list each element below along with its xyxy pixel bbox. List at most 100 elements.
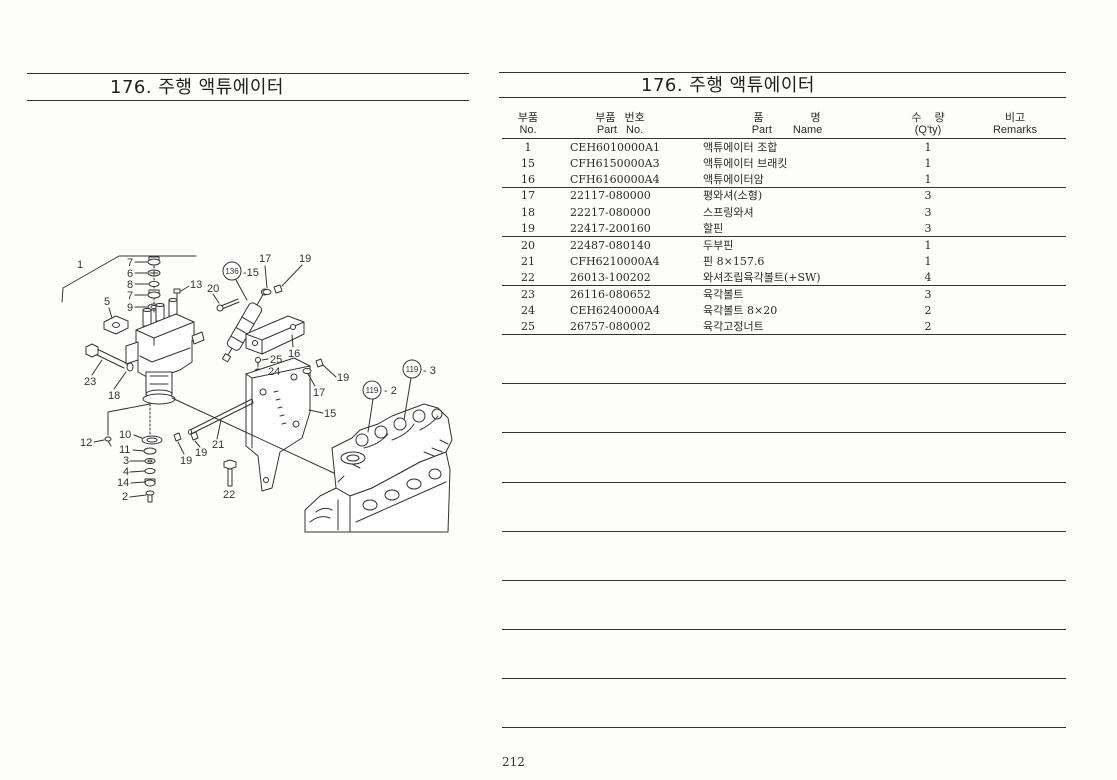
callout-label: 14 — [117, 477, 129, 489]
bolt-12 — [93, 403, 151, 447]
group-rule — [502, 334, 1066, 335]
empty-rule — [502, 432, 1066, 433]
row-ref-number: 15 — [521, 157, 535, 170]
row-part-name: 액튜에이터 조합 — [703, 141, 778, 154]
header-quantity-ko: 수 량 — [911, 112, 945, 124]
empty-rule — [502, 727, 1066, 728]
header-remarks-ko: 비고 — [1004, 112, 1026, 124]
linkage-line — [171, 397, 337, 475]
callout-label: 9 — [127, 302, 133, 314]
callout-label: - 3 — [423, 365, 436, 377]
table-row: 20 22487-080140 두부핀 1 — [502, 238, 1066, 254]
row-part-number: 26116-080652 — [570, 288, 651, 301]
row-ref-number: 22 — [521, 271, 535, 284]
exploded-diagram: 136 119 119 1 7 6 8 7 9 5 13 20 -15 17 1… — [61, 253, 453, 533]
callout-label: -15 — [243, 267, 259, 279]
row-part-number: CFH6210000A4 — [570, 255, 660, 268]
bolt-13 — [173, 285, 190, 307]
callout-label: 17 — [259, 253, 271, 265]
table-row: 25 26757-080002 육각고정너트 2 — [502, 319, 1066, 335]
table-row: 22 26013-100202 와셔조립육각볼트(+SW) 4 — [502, 270, 1066, 286]
header-part-name: 품 명 Part Name — [717, 112, 857, 136]
row-quantity: 3 — [924, 288, 932, 301]
callout-label: 5 — [104, 296, 110, 308]
circled-ref: 136 — [225, 267, 239, 276]
circled-ref: 119 — [366, 386, 379, 395]
row-quantity: 2 — [924, 304, 932, 317]
row-quantity: 4 — [924, 271, 932, 284]
empty-rule — [502, 629, 1066, 630]
row-part-number: CFH6150000A3 — [570, 157, 660, 170]
injection-pump — [125, 298, 205, 405]
header-remarks: 비고 Remarks — [970, 112, 1060, 136]
header-part-no-en: Part No. — [596, 124, 644, 136]
callout-label: 1 — [77, 259, 83, 271]
header-no-ko: 부품 — [517, 112, 539, 124]
bolt-23 — [85, 343, 134, 390]
lower-fastener-stack — [129, 434, 163, 503]
callout-label: 8 — [127, 279, 133, 291]
row-part-number: 22417-200160 — [570, 222, 651, 235]
row-part-name: 액튜에이터암 — [703, 173, 764, 186]
row-part-number: 22217-080000 — [570, 206, 651, 219]
callout-label: 2 — [122, 491, 128, 503]
header-remarks-en: Remarks — [992, 124, 1037, 136]
row-ref-number: 25 — [521, 320, 535, 333]
table-row: 17 22117-080000 평와셔(소형) 3 — [502, 188, 1066, 204]
callout-label: 16 — [288, 348, 300, 360]
header-part-no-ko: 부품 번호 — [595, 112, 645, 124]
callout-label: - 2 — [384, 385, 397, 397]
page-number: 212 — [502, 755, 525, 769]
callout-label: 11 — [119, 444, 130, 456]
empty-rule — [502, 678, 1066, 679]
header-part-name-en: Part Name — [751, 124, 823, 136]
group-rule — [502, 236, 1066, 237]
row-ref-number: 23 — [521, 288, 535, 301]
row-part-number: CEH6010000A1 — [570, 141, 660, 154]
callout-label: 24 — [268, 366, 280, 378]
actuator-arm — [245, 315, 305, 355]
callout-label: 25 — [270, 354, 282, 366]
row-ref-number: 1 — [524, 141, 532, 154]
table-row: 24 CEH6240000A4 육각볼트 8×20 2 — [502, 303, 1066, 319]
row-part-name: 액튜에이터 브래킷 — [703, 157, 788, 170]
left-title-rule-bottom — [27, 100, 469, 101]
table-row: 1 CEH6010000A1 액튜에이터 조합 1 — [502, 140, 1066, 156]
callout-label: 21 — [212, 439, 224, 451]
engine-block — [304, 403, 453, 533]
callout-label: 19 — [337, 372, 349, 384]
row-quantity: 1 — [924, 173, 932, 186]
table-row: 23 26116-080652 육각볼트 3 — [502, 287, 1066, 303]
row-ref-number: 17 — [521, 189, 535, 202]
row-ref-number: 18 — [521, 206, 535, 219]
callout-label: 19 — [195, 447, 207, 459]
pin-rod — [188, 398, 254, 440]
right-title-rule-top — [499, 72, 1066, 73]
empty-rule — [502, 580, 1066, 581]
row-part-name: 육각볼트 8×20 — [703, 304, 778, 317]
right-page-title: 176. 주행 액튜에이터 — [641, 75, 815, 96]
empty-rule — [502, 482, 1066, 483]
callout-label: 20 — [207, 283, 219, 295]
head-pin — [212, 293, 240, 312]
callout-label: 13 — [190, 279, 202, 291]
row-part-name: 할핀 — [703, 222, 724, 235]
callout-label: 3 — [123, 455, 129, 467]
row-quantity: 3 — [924, 222, 932, 235]
row-part-name: 육각고정너트 — [703, 320, 764, 333]
row-part-number: 26013-100202 — [570, 271, 651, 284]
empty-rule — [502, 383, 1066, 384]
row-part-name: 스프링와셔 — [703, 206, 754, 219]
header-quantity-en: (Q'ty) — [914, 124, 942, 136]
header-part-name-ko: 품 명 — [753, 112, 821, 124]
callout-label: 17 — [313, 387, 325, 399]
callout-label: 7 — [127, 257, 133, 269]
row-quantity: 1 — [924, 141, 932, 154]
washer-and-cotter-pin-right — [302, 358, 337, 387]
callout-label: 7 — [127, 290, 133, 302]
row-part-name: 평와셔(소형) — [703, 189, 763, 202]
empty-rule — [502, 531, 1066, 532]
callout-label: 6 — [127, 268, 133, 280]
row-quantity: 1 — [924, 157, 932, 170]
circled-ref: 119 — [406, 365, 419, 374]
